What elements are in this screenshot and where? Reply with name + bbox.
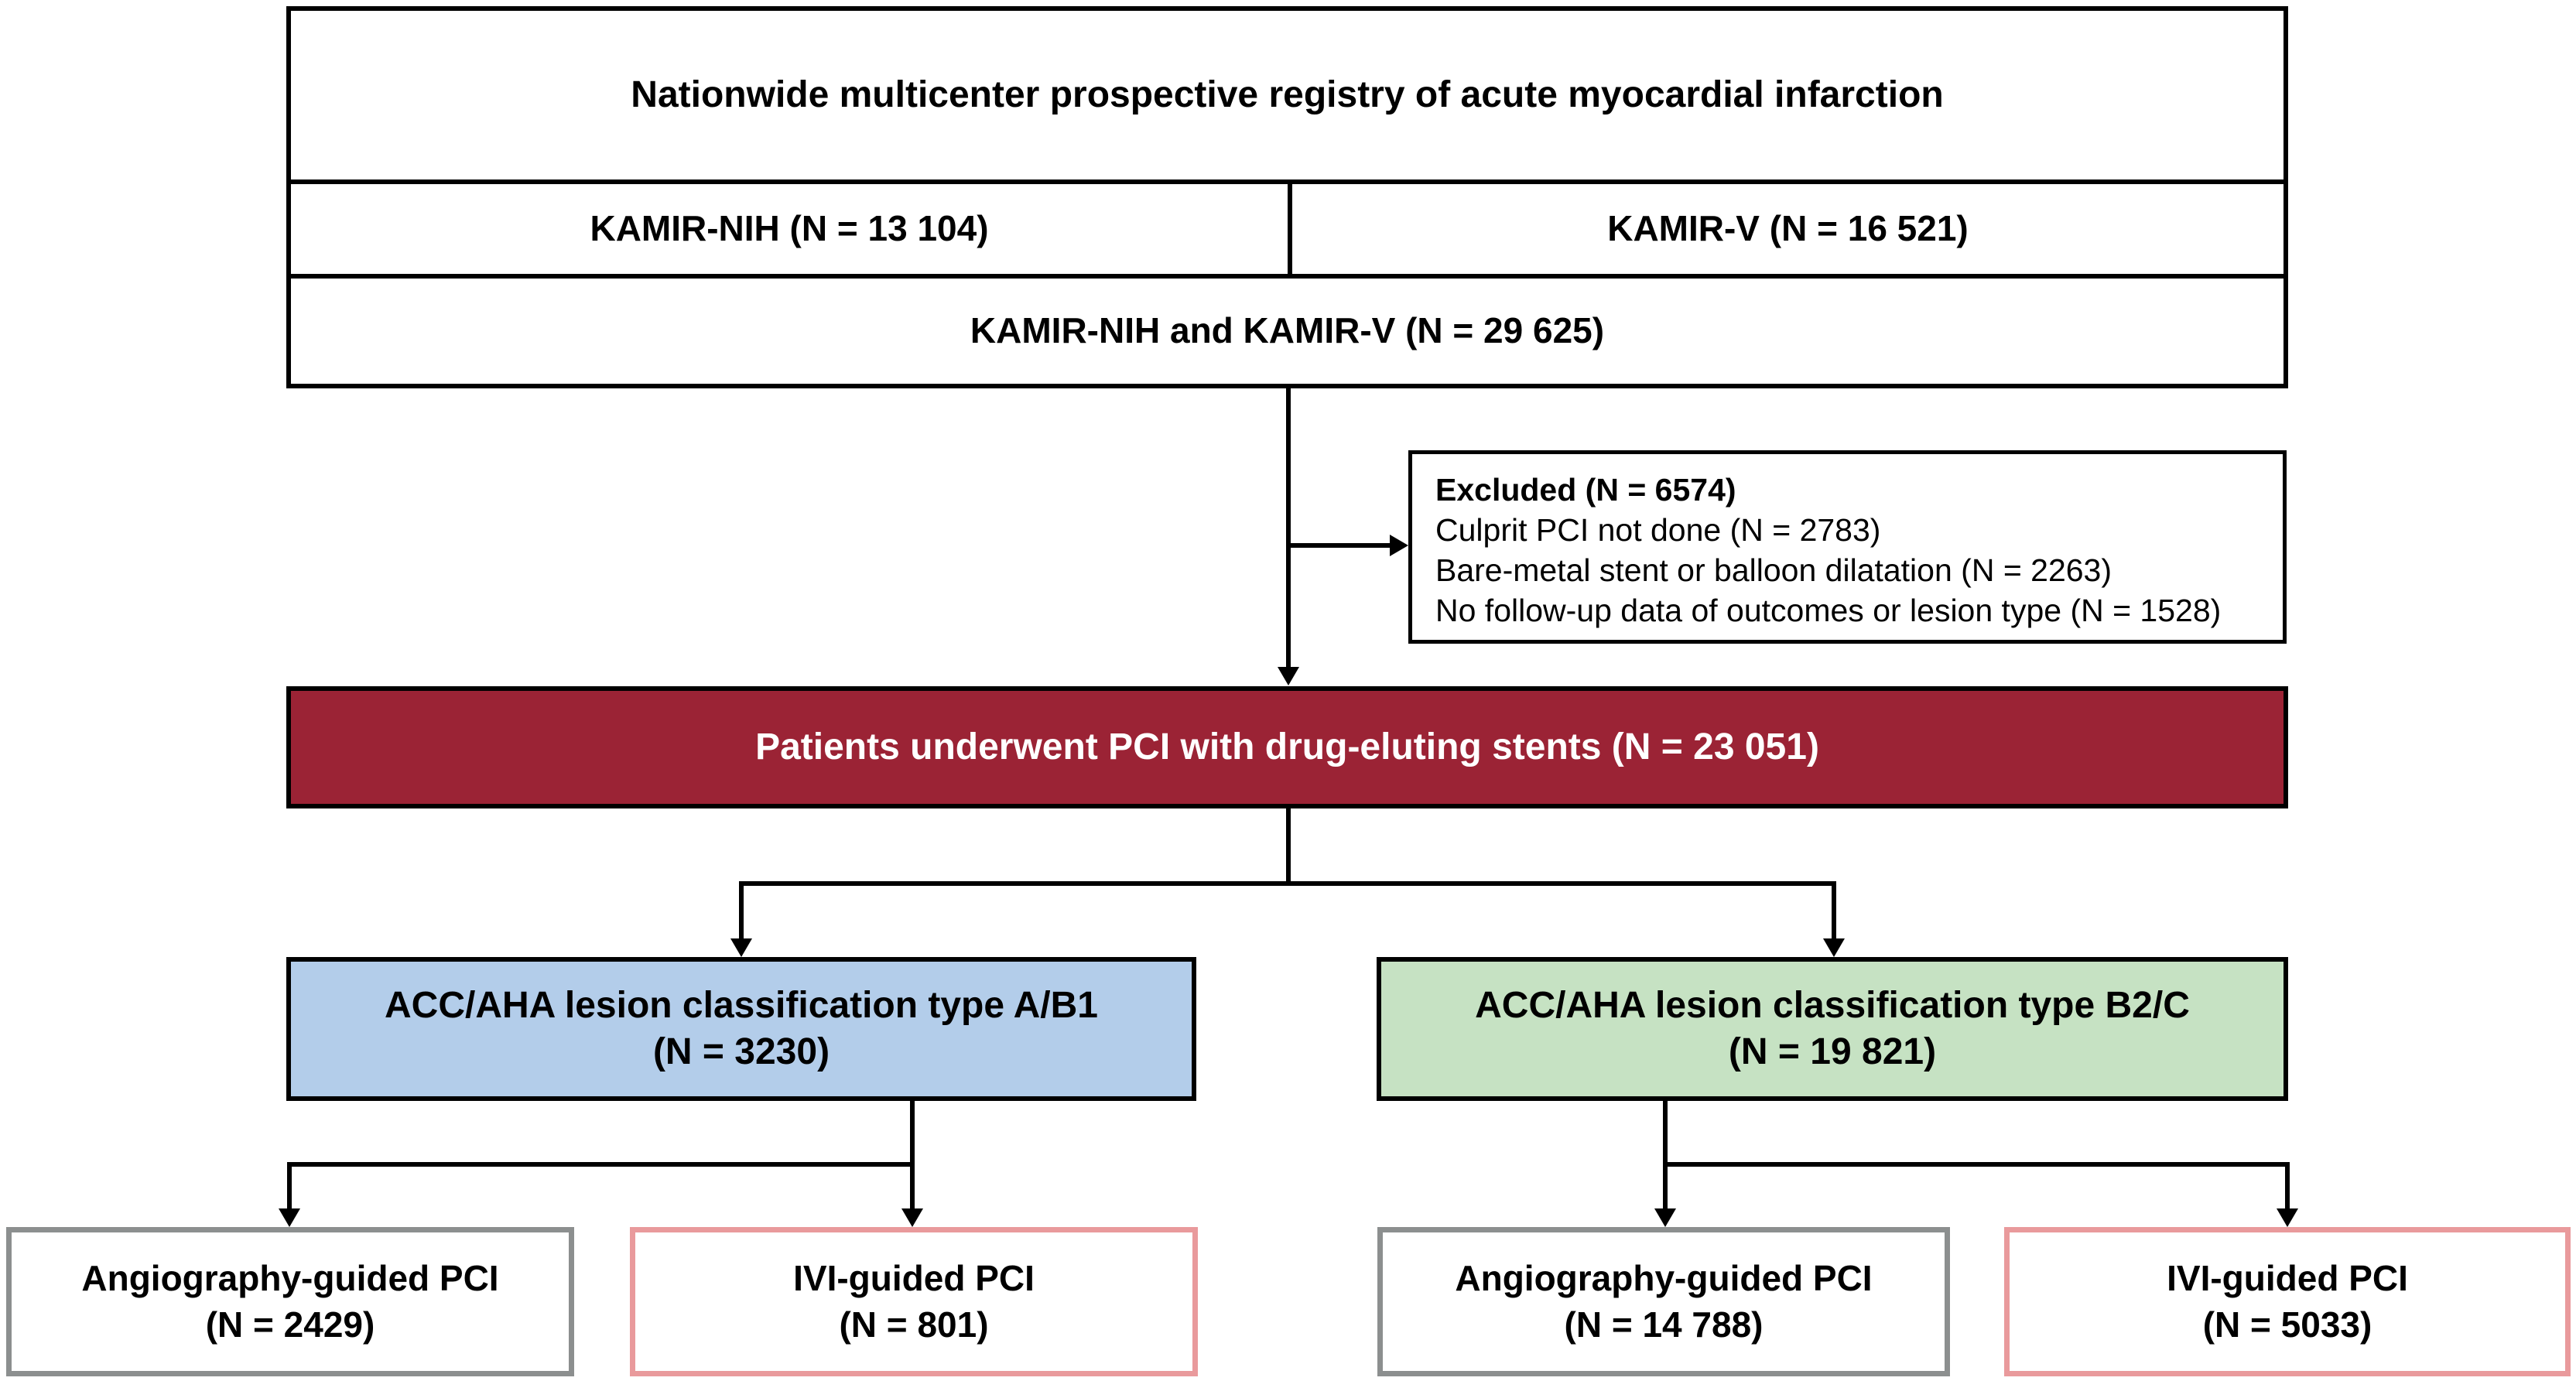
excluded-item-no-followup: No follow-up data of outcomes or lesion … xyxy=(1435,593,2222,628)
subgroup-ivi-b2c-label: IVI-guided PCI xyxy=(2167,1257,2408,1298)
kamir-v-box: KAMIR-V (N = 16 521) xyxy=(1288,179,2288,279)
subgroup-ivi-ab1-count: (N = 801) xyxy=(839,1304,989,1345)
excluded-title: Excluded (N = 6574) xyxy=(1435,472,1736,508)
connector-combined-main xyxy=(1286,388,1291,667)
connector-group-a-down xyxy=(910,1101,915,1167)
arrow-to-main xyxy=(1278,667,1299,685)
connector-to-group-b xyxy=(1832,881,1836,938)
group-b2-c-label: ACC/AHA lesion classification type B2/C xyxy=(1475,985,2190,1026)
arrow-to-angio-ab1 xyxy=(279,1208,300,1227)
kamir-nih-label: KAMIR-NIH (N = 13 104) xyxy=(590,208,989,249)
connector-excluded xyxy=(1288,543,1390,548)
excluded-box: Excluded (N = 6574) Culprit PCI not done… xyxy=(1408,450,2287,644)
arrow-to-group-b xyxy=(1823,938,1845,957)
connector-to-angio-b2c xyxy=(1663,1162,1668,1208)
subgroup-angio-ab1-box: Angiography-guided PCI (N = 2429) xyxy=(6,1227,574,1376)
excluded-item-culprit: Culprit PCI not done (N = 2783) xyxy=(1435,512,1881,548)
connector-to-ivi-b2c xyxy=(2285,1162,2290,1208)
subgroup-angio-b2c-box: Angiography-guided PCI (N = 14 788) xyxy=(1377,1227,1950,1376)
subgroup-angio-ab1-count: (N = 2429) xyxy=(205,1304,375,1345)
arrow-to-group-a xyxy=(730,938,752,957)
connector-group-b-down xyxy=(1663,1101,1668,1167)
arrow-to-angio-b2c xyxy=(1654,1208,1676,1227)
subgroup-angio-ab1-label: Angiography-guided PCI xyxy=(81,1257,499,1298)
subgroup-ivi-ab1-box: IVI-guided PCI (N = 801) xyxy=(630,1227,1198,1376)
arrow-to-ivi-b2c xyxy=(2277,1208,2298,1227)
excluded-item-bare-metal: Bare-metal stent or balloon dilatation (… xyxy=(1435,552,2112,588)
group-a-b1-box: ACC/AHA lesion classification type A/B1 … xyxy=(286,957,1196,1101)
subgroup-ivi-ab1-label: IVI-guided PCI xyxy=(793,1257,1035,1298)
registry-title-box: Nationwide multicenter prospective regis… xyxy=(286,6,2288,184)
registry-title: Nationwide multicenter prospective regis… xyxy=(631,74,1944,115)
connector-to-angio-ab1 xyxy=(287,1162,292,1208)
arrow-to-excluded xyxy=(1390,535,1408,556)
subgroup-angio-b2c-count: (N = 14 788) xyxy=(1564,1304,1764,1345)
group-b2-c-box: ACC/AHA lesion classification type B2/C … xyxy=(1377,957,2288,1101)
group-b2-c-count: (N = 19 821) xyxy=(1728,1031,1937,1072)
kamir-nih-box: KAMIR-NIH (N = 13 104) xyxy=(286,179,1292,279)
connector-main-down xyxy=(1286,808,1291,886)
connector-to-ivi-ab1 xyxy=(910,1162,915,1208)
subgroup-ivi-b2c-count: (N = 5033) xyxy=(2202,1304,2372,1345)
subgroup-angio-b2c-label: Angiography-guided PCI xyxy=(1455,1257,1873,1298)
subgroup-ivi-b2c-box: IVI-guided PCI (N = 5033) xyxy=(2004,1227,2571,1376)
connector-group-a-horizontal xyxy=(287,1162,915,1167)
main-cohort-label: Patients underwent PCI with drug-eluting… xyxy=(755,726,1819,767)
combined-registry-label: KAMIR-NIH and KAMIR-V (N = 29 625) xyxy=(970,310,1605,351)
connector-main-horizontal xyxy=(739,881,1836,886)
combined-registry-box: KAMIR-NIH and KAMIR-V (N = 29 625) xyxy=(286,274,2288,388)
group-a-b1-count: (N = 3230) xyxy=(652,1031,830,1072)
arrow-to-ivi-ab1 xyxy=(901,1208,923,1227)
connector-group-b-horizontal xyxy=(1663,1162,2290,1167)
kamir-v-label: KAMIR-V (N = 16 521) xyxy=(1607,208,1969,249)
group-a-b1-label: ACC/AHA lesion classification type A/B1 xyxy=(385,985,1098,1026)
main-cohort-box: Patients underwent PCI with drug-eluting… xyxy=(286,686,2288,808)
connector-to-group-a xyxy=(739,881,744,938)
